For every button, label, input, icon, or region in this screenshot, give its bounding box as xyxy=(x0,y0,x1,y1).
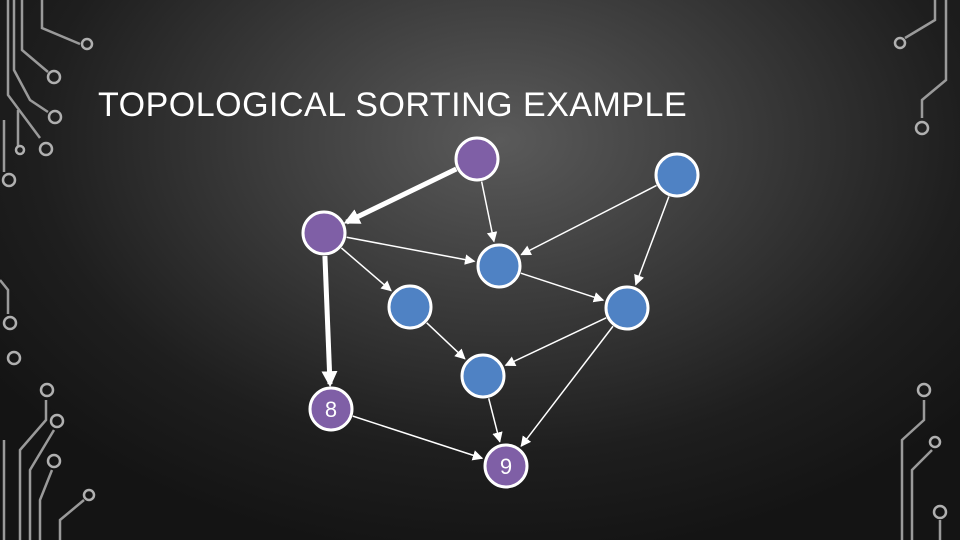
edge-f-i xyxy=(521,326,613,446)
edge-a-d xyxy=(482,182,494,242)
edge-c-h xyxy=(325,256,330,384)
edge-g-i xyxy=(489,398,500,441)
edge-b-d xyxy=(521,185,656,254)
node-g xyxy=(462,355,504,397)
node-e xyxy=(389,286,431,328)
node-a xyxy=(456,138,498,180)
edge-d-f xyxy=(521,273,603,300)
edge-b-f xyxy=(636,197,669,285)
node-b xyxy=(656,154,698,196)
edge-a-c xyxy=(347,169,457,222)
nodes-group: 89 xyxy=(303,138,698,487)
edge-c-d xyxy=(347,237,475,261)
edge-c-e xyxy=(341,248,391,291)
node-d xyxy=(478,245,520,287)
edge-e-g xyxy=(427,323,465,359)
edge-f-g xyxy=(506,318,607,366)
node-label-i: 9 xyxy=(500,454,512,479)
node-c xyxy=(303,212,345,254)
node-label-h: 8 xyxy=(325,397,337,422)
edge-h-i xyxy=(353,416,482,458)
node-f xyxy=(606,287,648,329)
